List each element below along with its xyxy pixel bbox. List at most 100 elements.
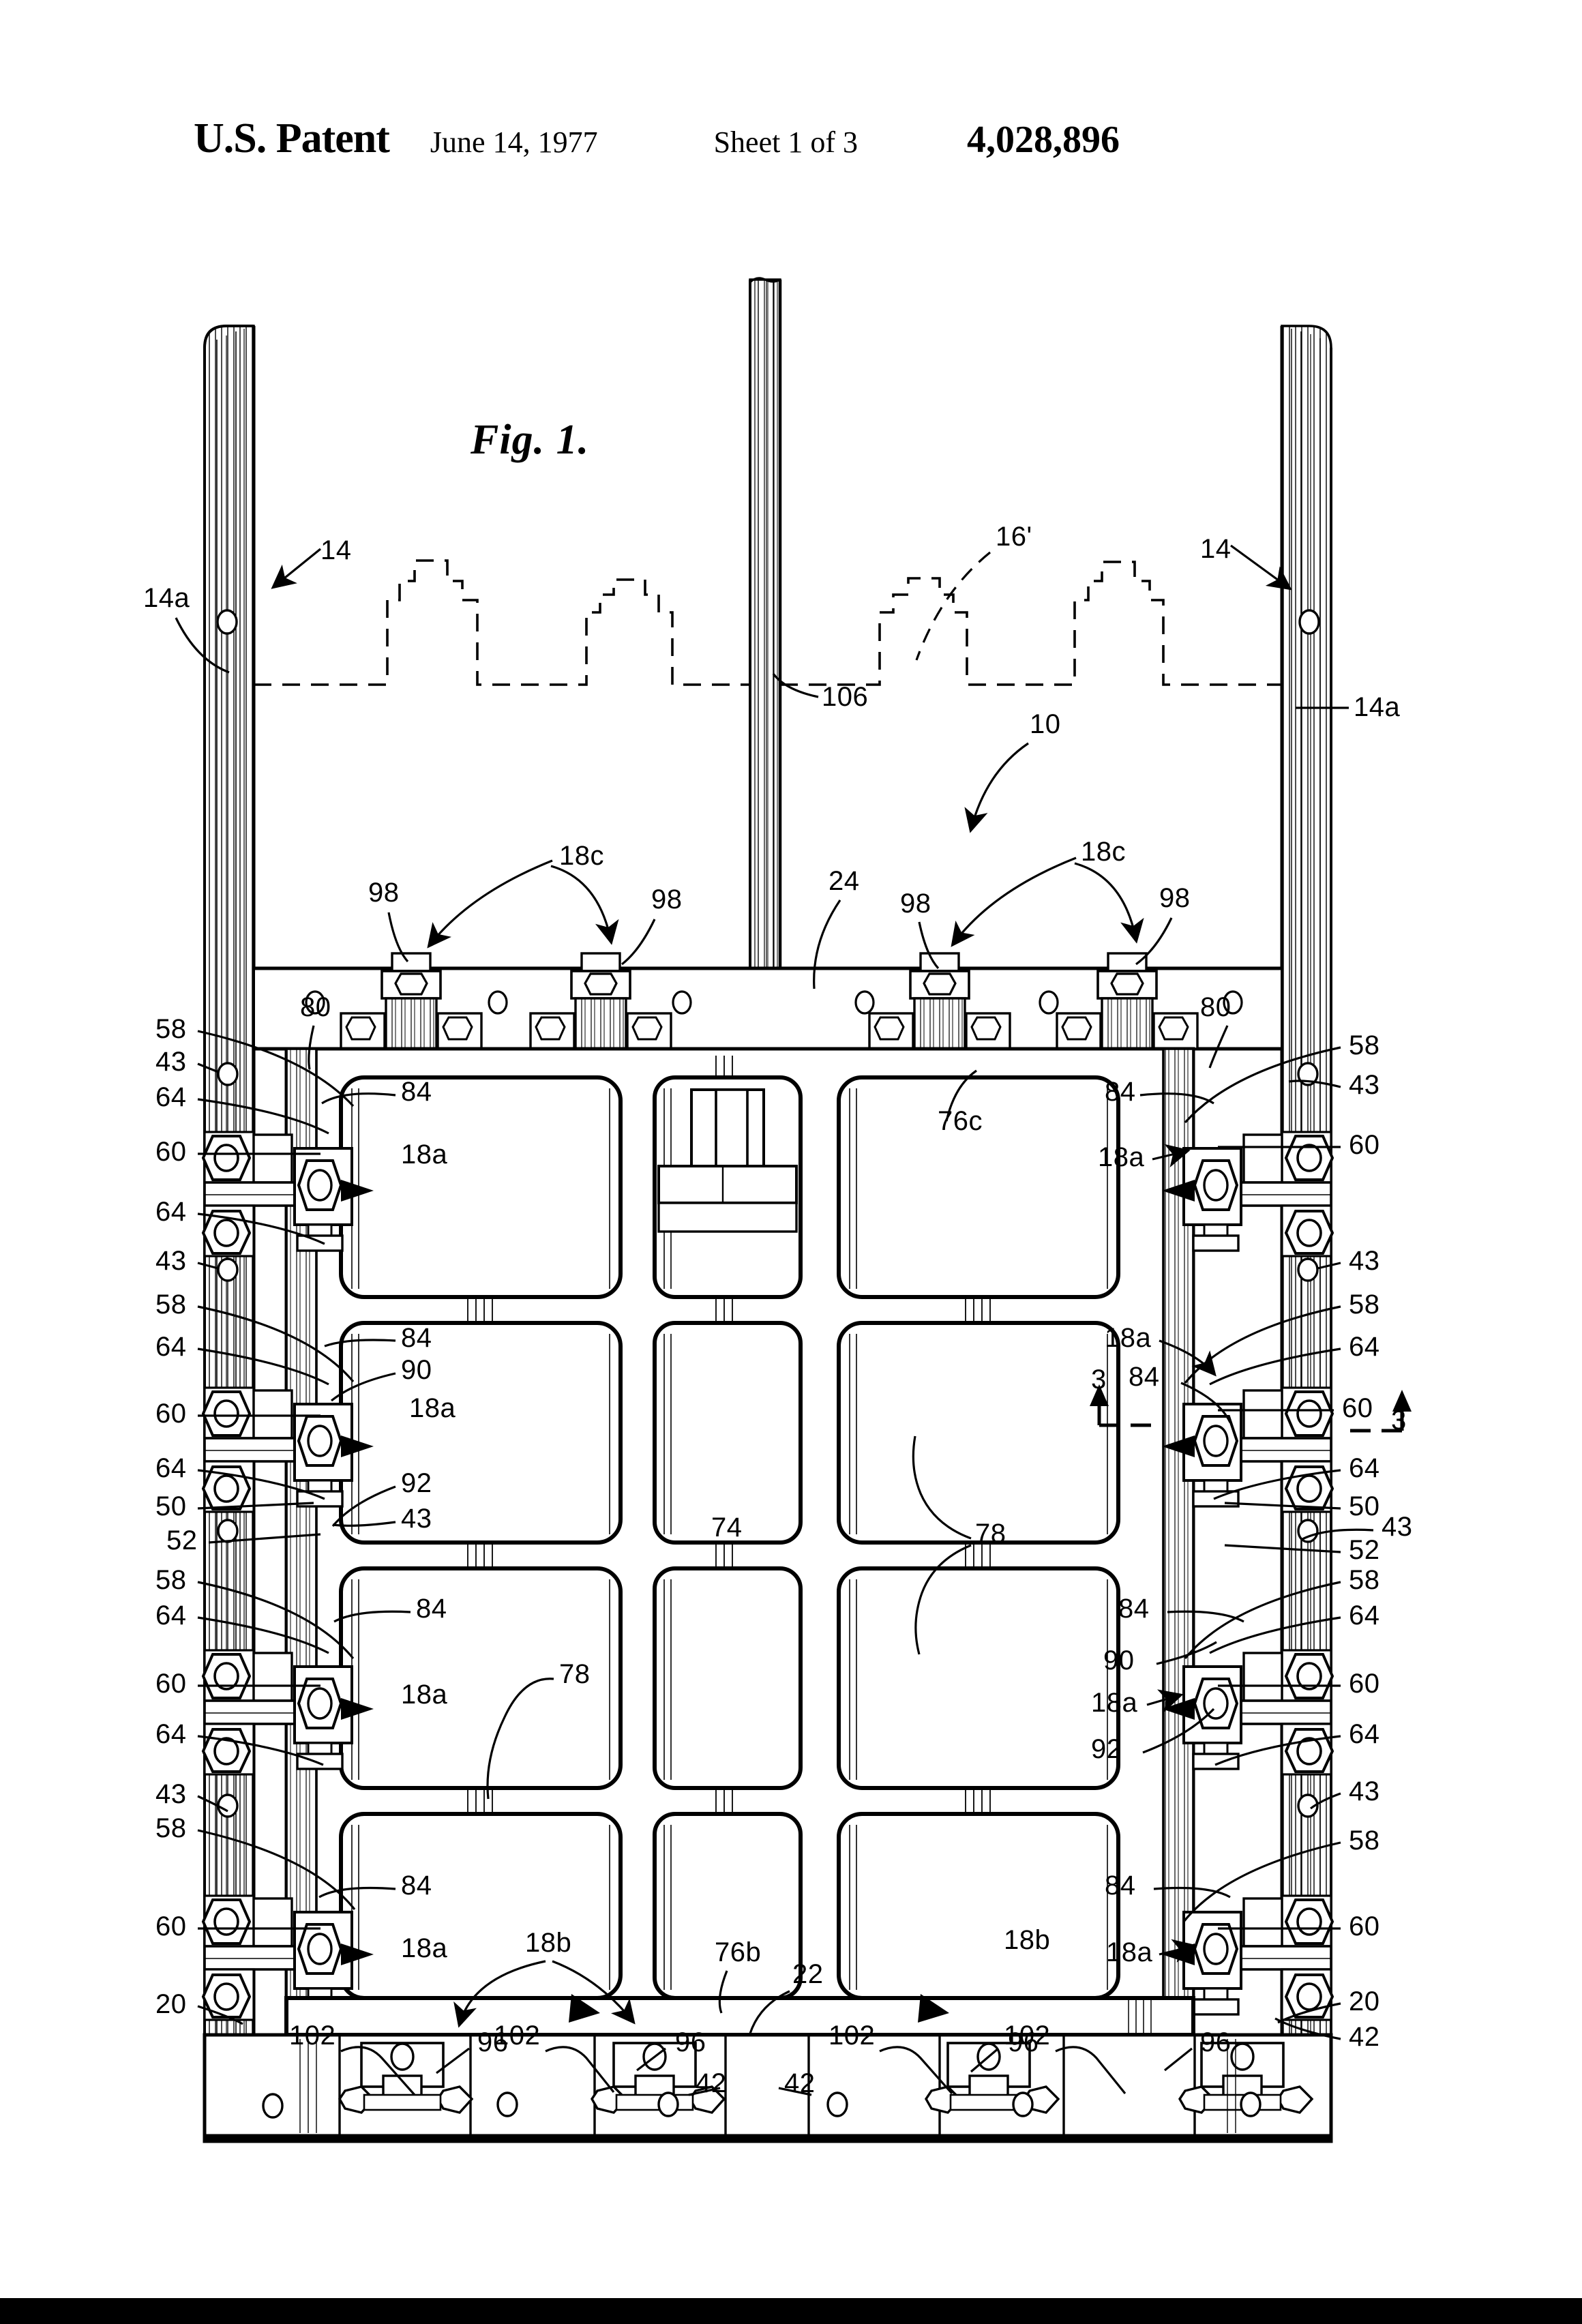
- reference-numeral: 64: [1349, 1719, 1380, 1749]
- reference-numeral: 14: [320, 535, 352, 565]
- reference-numeral: 18a: [1098, 1142, 1144, 1172]
- reference-numeral: 18a: [401, 1933, 447, 1963]
- reference-numeral: 78: [975, 1519, 1006, 1549]
- reference-numeral: 64: [155, 1600, 187, 1630]
- reference-numeral: 3: [1391, 1405, 1407, 1435]
- reference-numeral: 60: [155, 1399, 187, 1429]
- reference-numeral: 58: [1349, 1826, 1380, 1856]
- scan-edge-bar: [0, 2298, 1582, 2324]
- reference-numeral: 64: [155, 1082, 187, 1112]
- reference-numeral: 64: [155, 1332, 187, 1362]
- reference-numeral: 58: [155, 1565, 187, 1595]
- reference-numeral: 14a: [1354, 692, 1400, 722]
- reference-numeral: 18c: [1081, 837, 1126, 867]
- reference-numeral: 58: [155, 1290, 187, 1320]
- reference-numeral: 84: [401, 1323, 432, 1353]
- patent-header: U.S. Patent June 14, 1977 Sheet 1 of 3 4…: [0, 115, 1582, 176]
- reference-numeral: 10: [1030, 709, 1061, 739]
- reference-numeral: 43: [401, 1504, 432, 1534]
- reference-numeral: 102: [1004, 2021, 1050, 2051]
- reference-numeral: 18a: [1105, 1323, 1151, 1353]
- reference-numeral: 64: [155, 1453, 187, 1483]
- reference-numeral: 74: [711, 1513, 743, 1543]
- left-fastener-assemblies: [201, 1062, 374, 2021]
- reference-numeral: 90: [401, 1355, 432, 1385]
- reference-numeral: 43: [1382, 1512, 1413, 1542]
- reference-numeral: 64: [155, 1719, 187, 1749]
- reference-numeral: 52: [1349, 1535, 1380, 1565]
- reference-numeral: 42: [1349, 2022, 1380, 2052]
- reference-numeral: 84: [1105, 1077, 1136, 1107]
- reference-numeral: 98: [1159, 883, 1191, 913]
- reference-numeral: 24: [829, 866, 860, 896]
- reference-numeral: 76b: [715, 1937, 761, 1967]
- reference-numeral: 18c: [559, 841, 604, 871]
- reference-numeral: 84: [401, 1871, 432, 1901]
- patent-number: 4,028,896: [966, 119, 1120, 161]
- reference-numeral: 84: [1105, 1871, 1136, 1901]
- post-hole-right: [1298, 609, 1320, 635]
- reference-numeral: 52: [166, 1525, 198, 1555]
- reference-numeral: 18a: [1091, 1688, 1137, 1718]
- reference-numeral: 64: [155, 1197, 187, 1227]
- reference-numeral: 22: [792, 1959, 824, 1989]
- patent-issue-date: June 14, 1977: [430, 125, 598, 159]
- reference-numeral: 20: [155, 1989, 187, 2019]
- reference-numeral: 18b: [525, 1928, 571, 1958]
- reference-numeral: 80: [1200, 992, 1232, 1022]
- reference-numeral: 50: [155, 1491, 187, 1521]
- reference-numeral: 58: [1349, 1565, 1380, 1595]
- lower-base-assembly: [203, 1994, 1333, 2143]
- reference-numeral: 14a: [143, 583, 190, 613]
- reference-numeral: 64: [1349, 1453, 1380, 1483]
- reference-numeral: 3: [1091, 1365, 1107, 1395]
- reference-numeral: 18a: [1106, 1937, 1152, 1967]
- sheet-indicator: Sheet 1 of 3: [713, 125, 858, 159]
- reference-numeral: 20: [1349, 1986, 1380, 2016]
- reference-numeral: 98: [651, 884, 683, 914]
- reference-numeral: 60: [1349, 1911, 1380, 1941]
- reference-numeral: 58: [1349, 1290, 1380, 1320]
- reference-numeral: 84: [416, 1594, 447, 1624]
- reference-numeral: 64: [1349, 1600, 1380, 1630]
- reference-numeral: 84: [1118, 1594, 1150, 1624]
- reference-numeral: 60: [155, 1911, 187, 1941]
- reference-numeral: 43: [1349, 1070, 1380, 1100]
- reference-numeral: 58: [155, 1014, 187, 1044]
- reference-numeral: 76c: [938, 1106, 983, 1136]
- reference-numeral: 60: [155, 1669, 187, 1699]
- top-clamp-assemblies: [340, 952, 1199, 1050]
- riser-hatch-76b: [1128, 1999, 1152, 2035]
- reference-numeral: 14: [1200, 534, 1232, 564]
- leader-lines: [175, 544, 1374, 2096]
- reference-numeral: 16': [996, 522, 1032, 552]
- reference-numeral: 102: [494, 2021, 540, 2051]
- reference-numeral: 60: [1349, 1130, 1380, 1160]
- reference-numeral: 42: [696, 2068, 727, 2098]
- reference-numeral: 43: [155, 1047, 187, 1077]
- reference-numeral: 58: [1349, 1030, 1380, 1060]
- reference-numeral: 50: [1349, 1491, 1380, 1521]
- right-fastener-assemblies: [1162, 1062, 1334, 2021]
- reference-numeral: 106: [822, 682, 868, 712]
- reference-numeral: 18a: [401, 1139, 447, 1170]
- reference-numeral: 92: [1091, 1734, 1122, 1764]
- reference-numeral: 96: [477, 2027, 509, 2057]
- reference-numeral: 18b: [1004, 1925, 1050, 1955]
- reference-numeral: 84: [1129, 1362, 1160, 1392]
- reference-numeral: 84: [401, 1077, 432, 1107]
- reference-numeral: 98: [368, 878, 400, 908]
- center-top-insert: [657, 1088, 798, 1233]
- reference-numeral: 42: [784, 2068, 816, 2098]
- reference-numeral: 43: [155, 1779, 187, 1809]
- reference-numeral: 18a: [409, 1393, 456, 1423]
- post-hole-left: [216, 609, 238, 635]
- reference-numeral: 18a: [401, 1680, 447, 1710]
- reference-numeral: 43: [155, 1246, 187, 1276]
- patent-office-title: U.S. Patent: [194, 115, 390, 162]
- reference-numeral: 102: [829, 2021, 875, 2051]
- reference-numeral: 64: [1349, 1332, 1380, 1362]
